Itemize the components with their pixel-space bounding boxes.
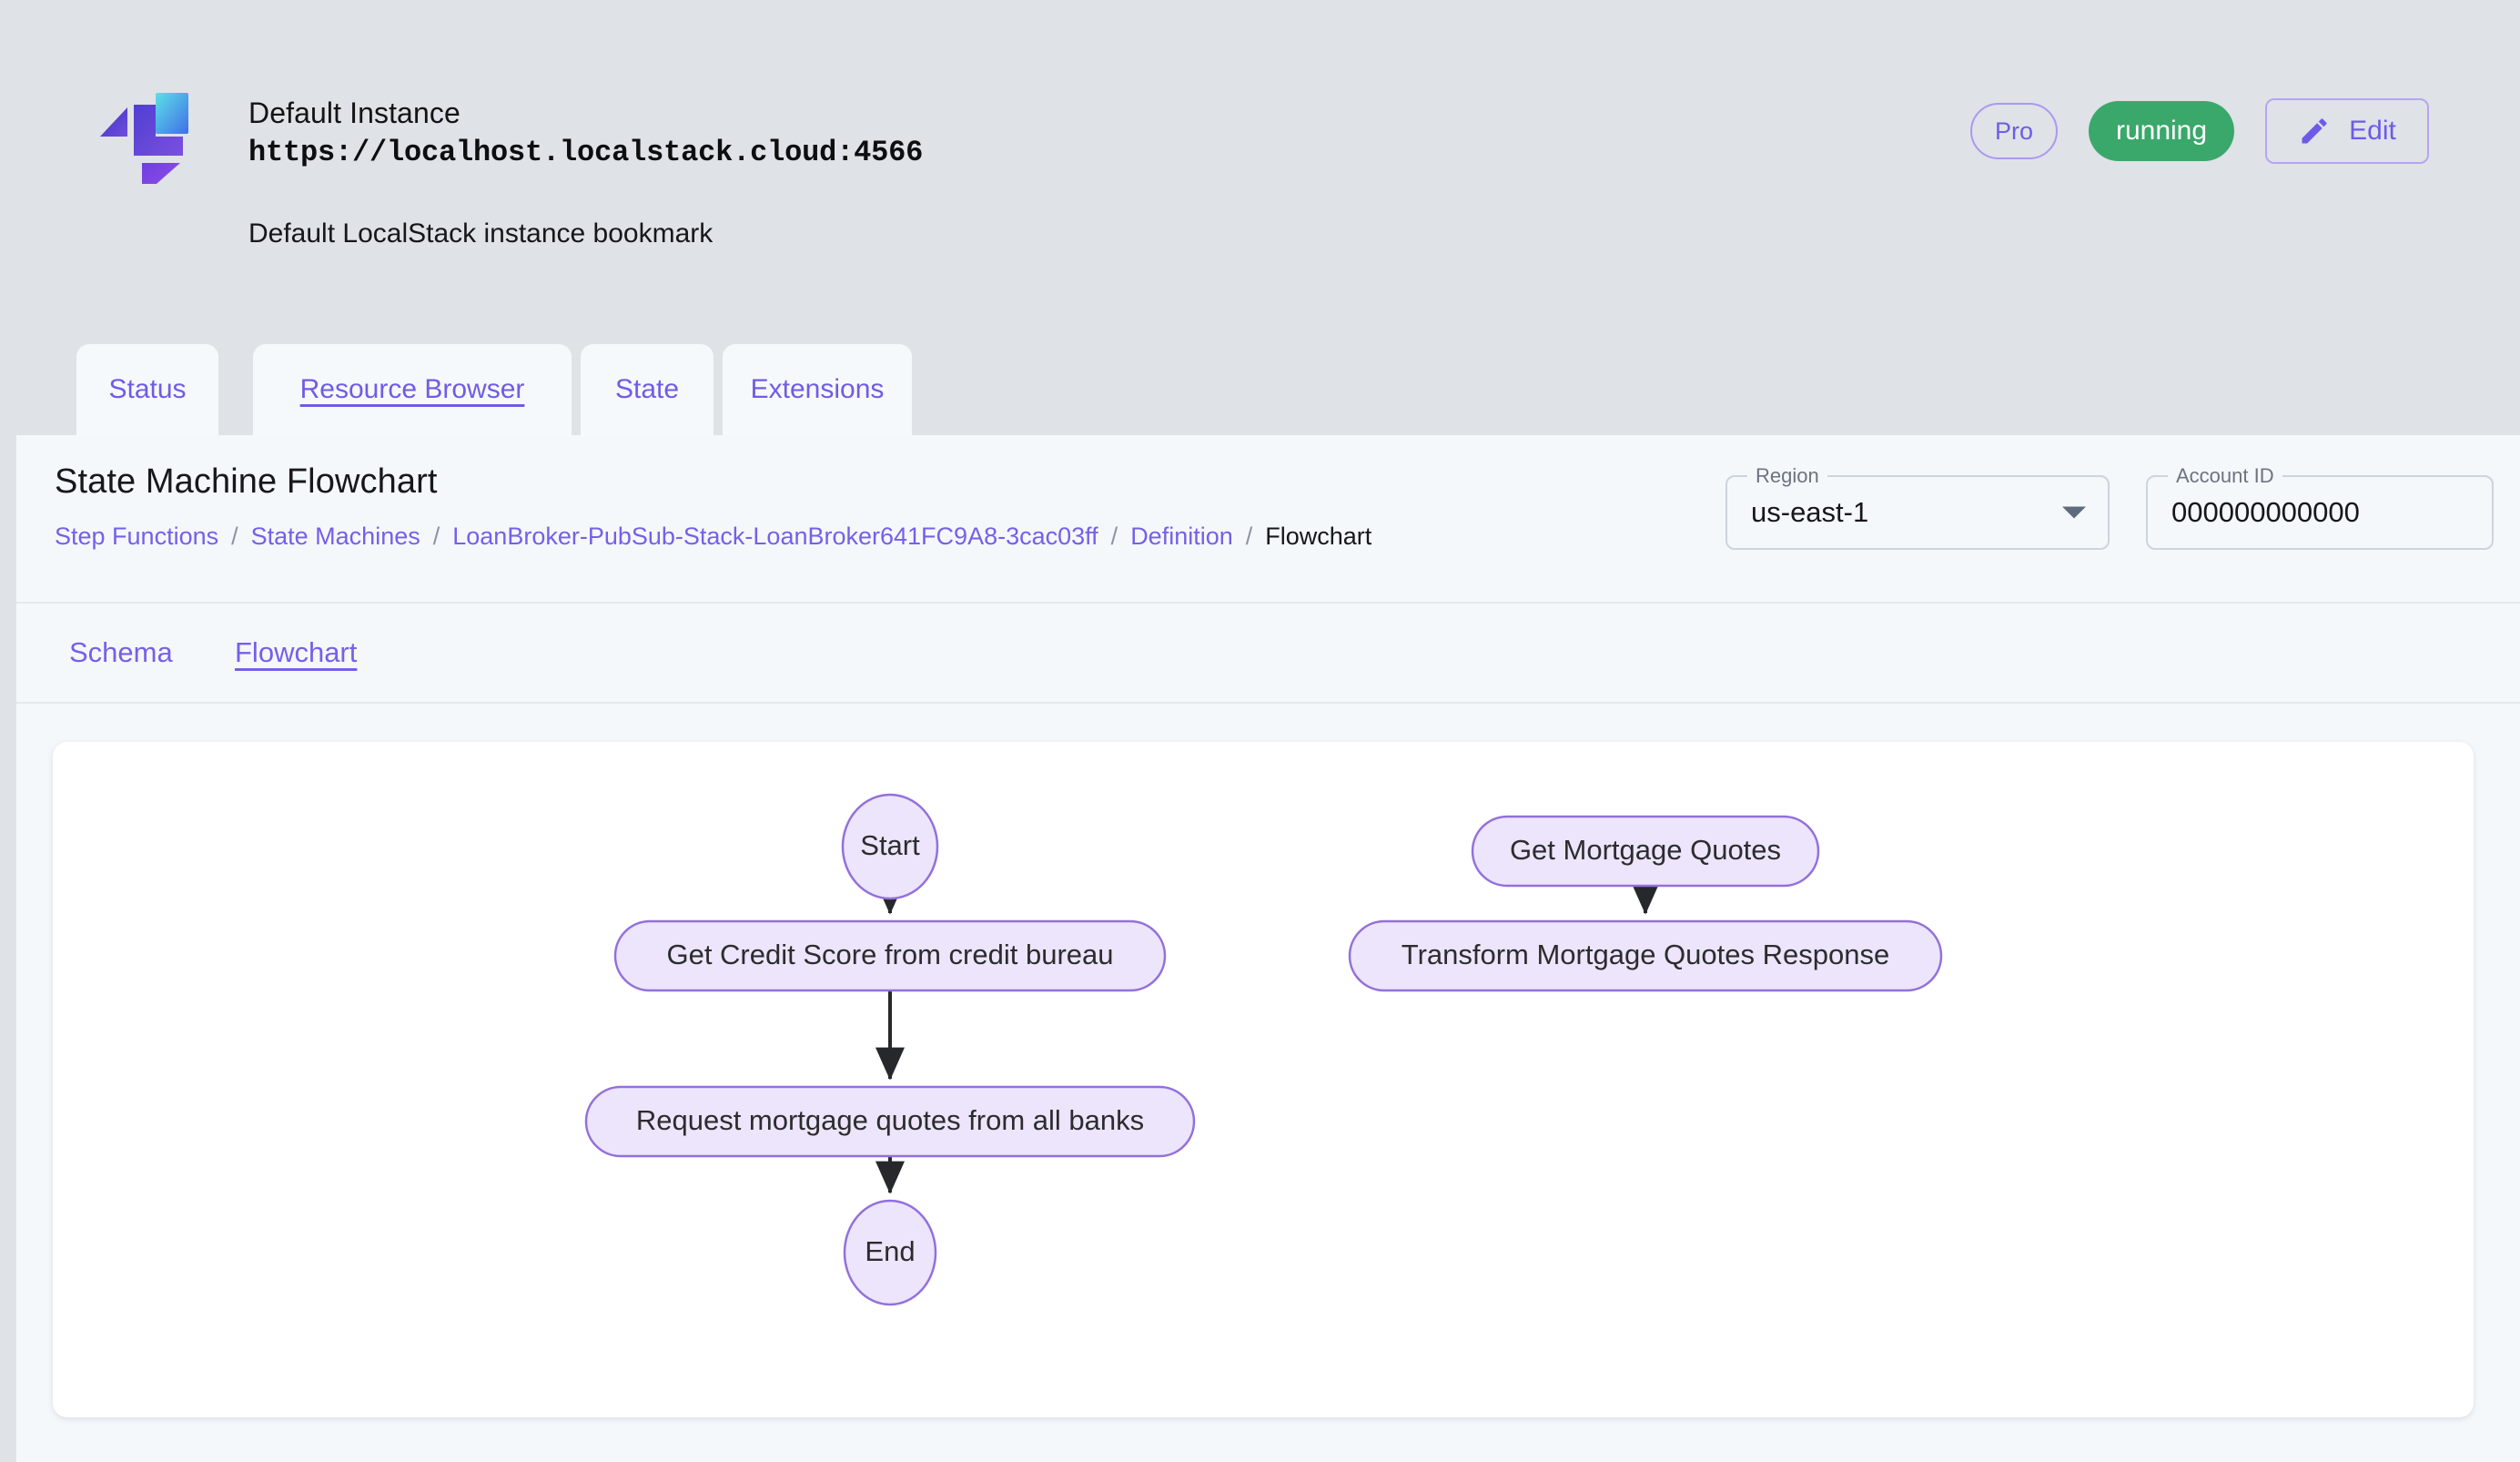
- flow-node-label: Start: [860, 829, 920, 861]
- breadcrumb-item-state-machines[interactable]: State Machines: [250, 523, 420, 550]
- subtab-label: Schema: [69, 636, 173, 668]
- region-value: us-east-1: [1751, 496, 1869, 528]
- resource-subtabs: Schema Flowchart: [16, 604, 2520, 704]
- instance-name: Default Instance: [248, 96, 460, 129]
- breadcrumb-separator: /: [1110, 523, 1118, 550]
- flow-node-label: Request mortgage quotes from all banks: [636, 1104, 1144, 1136]
- resource-header-band: State Machine Flowchart Step Functions /…: [16, 435, 2520, 604]
- tab-label: Status: [108, 374, 187, 404]
- pro-badge[interactable]: Pro: [1970, 103, 2058, 159]
- breadcrumb-item-state-machine-name[interactable]: LoanBroker-PubSub-Stack-LoanBroker641FC9…: [452, 523, 1098, 550]
- flowchart-edges: [875, 881, 1660, 1194]
- instance-description: Default LocalStack instance bookmark: [248, 218, 713, 249]
- edit-button-label: Edit: [2349, 116, 2396, 146]
- edit-button[interactable]: Edit: [2265, 98, 2429, 164]
- status-badge[interactable]: running: [2089, 101, 2234, 161]
- page-title: State Machine Flowchart: [55, 462, 438, 501]
- flow-node-credit[interactable]: Get Credit Score from credit bureau: [613, 919, 1167, 992]
- instance-url: https://localhost.localstack.cloud:4566: [248, 136, 924, 169]
- main-tabs: Status Resource Browser State Extensions: [16, 344, 2520, 435]
- region-select[interactable]: Region us-east-1: [1726, 462, 2110, 550]
- breadcrumb-separator: /: [432, 523, 440, 550]
- breadcrumb: Step Functions / State Machines / LoanBr…: [55, 523, 1371, 551]
- flow-node-transform[interactable]: Transform Mortgage Quotes Response: [1348, 919, 1943, 992]
- tab-extensions[interactable]: Extensions: [723, 344, 912, 435]
- tab-state[interactable]: State: [581, 344, 713, 435]
- breadcrumb-item-flowchart: Flowchart: [1265, 523, 1372, 550]
- account-id-field[interactable]: Account ID 000000000000: [2146, 462, 2494, 550]
- flow-node-label: End: [865, 1235, 915, 1267]
- flow-node-request[interactable]: Request mortgage quotes from all banks: [584, 1085, 1196, 1158]
- subtab-label: Flowchart: [235, 636, 358, 668]
- subtab-schema[interactable]: Schema: [69, 636, 173, 669]
- tab-label: Extensions: [750, 374, 885, 404]
- localstack-logo-icon: [93, 75, 202, 197]
- flow-node-label: Transform Mortgage Quotes Response: [1402, 939, 1889, 970]
- tab-resource-browser[interactable]: Resource Browser: [253, 344, 572, 435]
- tab-status[interactable]: Status: [76, 344, 218, 435]
- breadcrumb-item-step-functions[interactable]: Step Functions: [55, 523, 219, 550]
- subtab-flowchart[interactable]: Flowchart: [235, 636, 357, 669]
- breadcrumb-item-definition[interactable]: Definition: [1130, 523, 1233, 550]
- flow-node-end[interactable]: End: [843, 1199, 937, 1306]
- account-id-label: Account ID: [2168, 462, 2282, 490]
- chevron-down-icon[interactable]: [2062, 506, 2086, 519]
- account-id-value: 000000000000: [2171, 496, 2360, 528]
- pencil-icon: [2298, 115, 2331, 147]
- flow-node-label: Get Mortgage Quotes: [1510, 834, 1781, 866]
- breadcrumb-separator: /: [1245, 523, 1253, 550]
- instance-info: Default Instance https://localhost.local…: [248, 94, 1614, 174]
- region-label: Region: [1747, 462, 1827, 490]
- breadcrumb-separator: /: [231, 523, 238, 550]
- tab-label: State: [614, 374, 680, 404]
- flow-node-label: Get Credit Score from credit bureau: [666, 939, 1113, 970]
- flow-node-getquotes[interactable]: Get Mortgage Quotes: [1471, 815, 1820, 888]
- instance-header: Default Instance https://localhost.local…: [16, 0, 2520, 344]
- instance-actions: Pro running Edit: [1970, 98, 2429, 164]
- flow-node-start[interactable]: Start: [841, 793, 939, 900]
- tab-label: Resource Browser: [299, 374, 525, 404]
